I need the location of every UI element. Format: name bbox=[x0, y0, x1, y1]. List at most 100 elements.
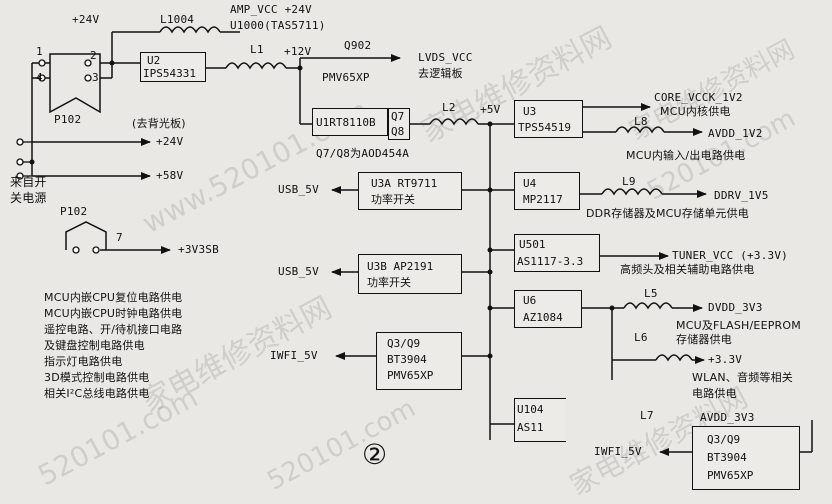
u1-label: U1RT8110B bbox=[316, 116, 376, 129]
label-iwfi-a: IWFI_5V bbox=[270, 349, 318, 362]
label-l1004: L1004 bbox=[160, 13, 195, 26]
u1-box: U1RT8110B bbox=[312, 108, 388, 136]
pin-7: 7 bbox=[116, 231, 123, 244]
label-24v-top: +24V bbox=[72, 13, 100, 26]
label-avdd-3v3: AVDD_3V3 bbox=[700, 411, 755, 424]
label-l7: L7 bbox=[640, 409, 654, 422]
label-wlan-desc-1: WLAN、音频等相关 bbox=[692, 371, 794, 384]
label-usb-5v-b: USB_5V bbox=[278, 265, 319, 278]
label-p102-top: P102 bbox=[54, 113, 82, 126]
inductor-l1 bbox=[225, 62, 287, 70]
u3-box: U3 TPS54519 bbox=[514, 100, 583, 138]
note-line: 指示灯电路供电 bbox=[44, 355, 123, 368]
label-flash-desc-2: 存储器供电 bbox=[676, 333, 732, 346]
q8-label: Q8 bbox=[391, 125, 405, 138]
label-usb-5v-a: USB_5V bbox=[278, 183, 319, 196]
pin-3: 3 bbox=[92, 71, 99, 84]
label-avdd-1v2: AVDD_1V2 bbox=[708, 127, 763, 140]
u2-regulator-box: U2 IPS54331 bbox=[140, 52, 206, 82]
figure-number: ② bbox=[362, 438, 388, 471]
label-l8: L8 bbox=[634, 115, 648, 128]
u501-part: AS1117-3.3 bbox=[517, 255, 584, 268]
label-q902: Q902 bbox=[344, 39, 372, 52]
p102-connector-outline bbox=[49, 53, 101, 114]
pin-1: 1 bbox=[36, 45, 43, 58]
u4-ref: U4 bbox=[523, 177, 537, 190]
note-line: 及键盘控制电路供电 bbox=[44, 339, 145, 352]
label-3v3sb: +3V3SB bbox=[178, 243, 219, 256]
label-u1000: U1000(TAS5711) bbox=[230, 19, 326, 32]
label-tuner-vcc: TUNER_VCC (+3.3V) bbox=[672, 249, 788, 262]
inductor-l8 bbox=[615, 126, 665, 134]
label-flash-desc-1: MCU及FLASH/EEPROM bbox=[676, 319, 801, 332]
u3a-desc: 功率开关 bbox=[371, 193, 415, 206]
label-l1: L1 bbox=[250, 43, 264, 56]
pin-2: 2 bbox=[90, 49, 97, 62]
u6-part: AZ1084 bbox=[523, 311, 563, 324]
label-ddrv: DDRV_1V5 bbox=[714, 189, 769, 202]
u6-box: U6 AZ1084 bbox=[514, 290, 582, 328]
label-24v-out: +24V bbox=[156, 135, 184, 148]
q3q9-right-box: Q3/Q9 BT3904 PMV65XP bbox=[692, 426, 800, 490]
u104-part: AS11 bbox=[517, 421, 544, 434]
u3-ref: U3 bbox=[523, 105, 537, 118]
u3b-desc: 功率开关 bbox=[367, 276, 411, 289]
inductor-l9 bbox=[601, 188, 663, 196]
inductor-l2 bbox=[429, 118, 479, 126]
u104-ref: U104 bbox=[517, 403, 544, 416]
label-backlight: (去背光板) bbox=[132, 117, 186, 130]
u4-part: MP2117 bbox=[523, 193, 563, 206]
label-amp-vcc: AMP_VCC +24V bbox=[230, 3, 312, 16]
note-line: 遥控电路、开/待机接口电路 bbox=[44, 323, 183, 336]
label-q7q8-note: Q7/Q8为AOD454A bbox=[316, 147, 410, 160]
label-pmv65xp-q902: PMV65XP bbox=[322, 71, 370, 84]
q3q9-right-part2: PMV65XP bbox=[707, 469, 754, 482]
u3b-part: U3B AP2191 bbox=[367, 260, 434, 273]
label-core-vcck: CORE_VCCK_1V2 bbox=[654, 91, 743, 104]
label-ddr-desc: DDR存储器及MCU存储单元供电 bbox=[586, 207, 750, 220]
u3b-box: U3B AP2191 功率开关 bbox=[358, 254, 462, 294]
q7q8-box: Q7 Q8 bbox=[388, 108, 410, 140]
u104-box: U104 AS11 bbox=[514, 398, 566, 442]
inductor-l6 bbox=[655, 354, 693, 362]
q3q9-right-part1: BT3904 bbox=[707, 451, 747, 464]
q3q9-left-box: Q3/Q9 BT3904 PMV65XP bbox=[376, 332, 462, 390]
label-3v3: +3.3V bbox=[708, 353, 743, 366]
q7-label: Q7 bbox=[391, 110, 405, 123]
label-p102-standby: P102 bbox=[60, 205, 88, 218]
note-line: MCU内嵌CPU时钟电路供电 bbox=[44, 307, 183, 320]
label-58v: +58V bbox=[156, 169, 184, 182]
label-l2: L2 bbox=[442, 101, 456, 114]
q3q9-right-ref: Q3/Q9 bbox=[707, 433, 741, 446]
label-l9: L9 bbox=[622, 175, 636, 188]
pin-4: 4 bbox=[36, 71, 43, 84]
u501-ref: U501 bbox=[519, 238, 546, 251]
label-l5: L5 bbox=[644, 287, 658, 300]
u3a-part: U3A RT9711 bbox=[371, 177, 438, 190]
label-mcu-core: MCU内核供电 bbox=[660, 105, 731, 118]
u2-ref: U2 bbox=[147, 54, 161, 67]
label-12v: +12V bbox=[284, 45, 312, 58]
u4-box: U4 MP2117 bbox=[514, 172, 580, 210]
u3-part: TPS54519 bbox=[518, 121, 571, 134]
label-power-source-2: 关电源 bbox=[10, 191, 47, 205]
label-lvds-vcc: LVDS_VCC bbox=[418, 51, 473, 64]
note-line: 3D模式控制电路供电 bbox=[44, 371, 150, 384]
inductor-l5 bbox=[623, 302, 673, 310]
u2-part: IPS54331 bbox=[143, 67, 196, 80]
label-5v: +5V bbox=[480, 103, 501, 116]
label-iwfi-b: IWFI_5V bbox=[594, 445, 642, 458]
u6-ref: U6 bbox=[523, 294, 537, 307]
inductor-l1004 bbox=[159, 26, 221, 34]
note-line: MCU内嵌CPU复位电路供电 bbox=[44, 291, 183, 304]
label-wlan-desc-2: 电路供电 bbox=[692, 387, 737, 400]
u501-box: U501 AS1117-3.3 bbox=[514, 234, 600, 272]
label-power-source-1: 来自开 bbox=[10, 175, 47, 189]
label-lvds-dest: 去逻辑板 bbox=[418, 67, 463, 80]
label-dvdd: DVDD_3V3 bbox=[708, 301, 763, 314]
label-l6: L6 bbox=[634, 331, 648, 344]
q3q9-left-part2: PMV65XP bbox=[387, 369, 434, 382]
q3q9-left-part1: BT3904 bbox=[387, 353, 427, 366]
